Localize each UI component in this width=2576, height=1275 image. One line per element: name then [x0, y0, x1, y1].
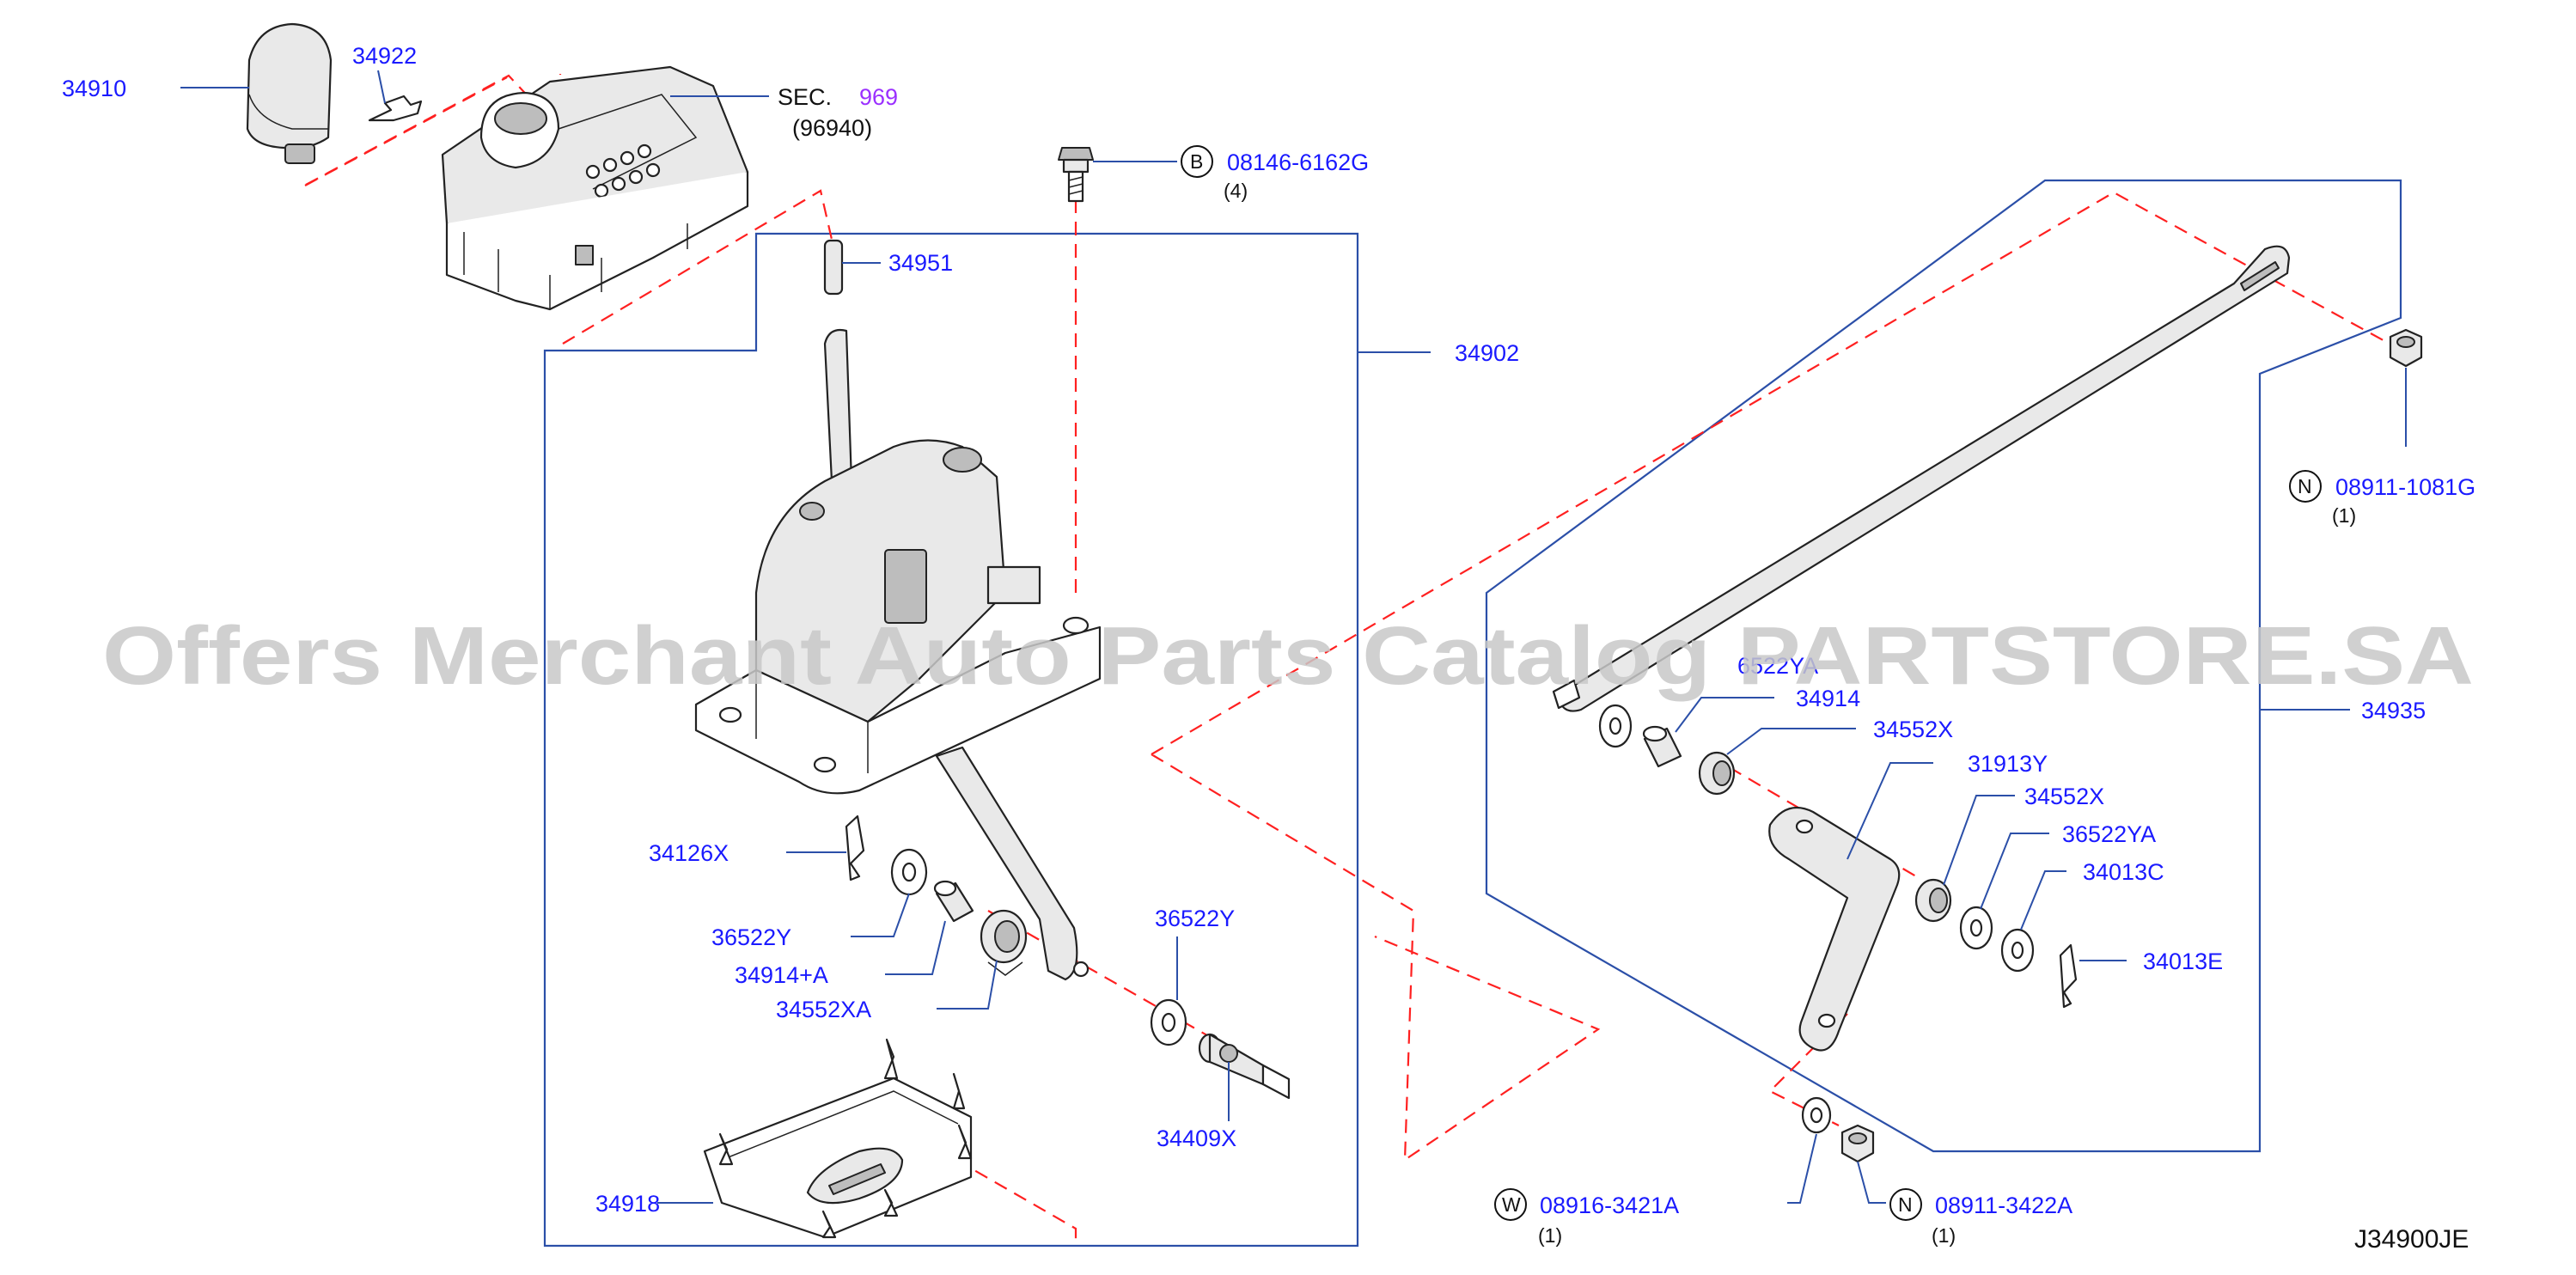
label-bolt-qty: (4): [1224, 180, 1248, 202]
shift-control-device-icon[interactable]: [694, 328, 1102, 981]
label-36522ya-partial[interactable]: 6522YA: [1737, 653, 1818, 679]
label-nut-top-qty: (1): [2332, 504, 2356, 527]
collar-34914-icon[interactable]: [1642, 725, 1682, 768]
label-34552x-a[interactable]: 34552X: [1873, 717, 1953, 742]
label-34935[interactable]: 34935: [2361, 698, 2426, 723]
leader-36522y-left: [851, 893, 910, 937]
dashed-line-console: [562, 189, 837, 345]
label-36522y-left[interactable]: 36522Y: [711, 924, 791, 950]
label-34013e[interactable]: 34013E: [2143, 949, 2223, 974]
label-washer-qty: (1): [1538, 1224, 1562, 1247]
clip-34126x-icon[interactable]: [845, 814, 865, 882]
symbol-n-bottom-circle: [1889, 1188, 1922, 1221]
label-34552xa[interactable]: 34552XA: [776, 997, 871, 1022]
pin-icon[interactable]: [823, 239, 844, 296]
dashed-line-pivot: [987, 910, 1238, 1053]
symbol-w-circle: [1494, 1188, 1527, 1221]
washer-bottom-icon[interactable]: [1801, 1096, 1832, 1134]
symbol-n-top: N: [2298, 475, 2312, 497]
label-34910[interactable]: 34910: [62, 76, 126, 101]
collar-34914a-icon[interactable]: [933, 880, 974, 923]
lever-31913y-icon[interactable]: [1768, 806, 1901, 1052]
washer-36522ya-left-icon[interactable]: [1598, 704, 1633, 748]
leader-34914a: [885, 920, 946, 975]
label-36522y-right[interactable]: 36522Y: [1155, 906, 1235, 931]
clip-34013e-icon[interactable]: [2059, 943, 2078, 1009]
dashed-line-plate: [858, 1103, 1077, 1246]
washer-34013c-icon[interactable]: [2000, 928, 2035, 973]
bushing-34552x-upper-icon[interactable]: [1698, 751, 1736, 796]
nut-bottom-icon[interactable]: [1840, 1124, 1875, 1163]
symbol-b-circle: [1181, 145, 1213, 178]
bushing-34552x-lower-icon[interactable]: [1914, 878, 1952, 923]
label-34409x[interactable]: 34409X: [1157, 1126, 1236, 1151]
label-washer-08916-3421a[interactable]: 08916-3421A: [1540, 1193, 1679, 1218]
box-34902-outline: [543, 232, 1359, 1248]
symbol-b: B: [1190, 150, 1203, 173]
leader-36522ya-b: [1980, 833, 2049, 910]
control-rod-34935-icon[interactable]: [1552, 245, 2291, 712]
washer-36522ya-right-icon[interactable]: [1959, 906, 1993, 950]
diagram-code: J34900JE: [2354, 1225, 2469, 1254]
pivot-pin-34409x-icon[interactable]: [1198, 1033, 1291, 1100]
label-nut-08911-1081g[interactable]: 08911-1081G: [2335, 474, 2475, 500]
leader-34552x-b: [1943, 795, 2015, 886]
leader-nut-bottom: [1857, 1161, 1886, 1204]
label-34902[interactable]: 34902: [1455, 340, 1519, 366]
symbol-n-top-circle: [2289, 470, 2322, 503]
link-sec-969[interactable]: 969: [859, 84, 898, 110]
label-34918[interactable]: 34918: [595, 1191, 660, 1217]
label-sec-sub: (96940): [792, 115, 872, 141]
dashed-line-knob-2: [304, 76, 508, 186]
dashed-line-cable: [1151, 191, 2398, 1162]
leader-34922: [377, 70, 386, 104]
bushing-34552xa-icon[interactable]: [980, 909, 1028, 976]
leader-34013c: [2020, 870, 2066, 930]
leader-31913y: [1847, 762, 1933, 860]
leader-34552xa: [937, 960, 998, 1010]
label-34914[interactable]: 34914: [1796, 686, 1860, 711]
nut-top-icon[interactable]: [2389, 328, 2423, 368]
washer-36522y-left-icon[interactable]: [890, 848, 928, 896]
bolt-icon[interactable]: [1058, 147, 1094, 203]
symbol-w: W: [1502, 1193, 1521, 1216]
label-34126x[interactable]: 34126X: [649, 840, 729, 866]
shift-knob-icon[interactable]: [246, 22, 333, 164]
console-finisher-icon[interactable]: [441, 65, 749, 311]
leader-34914: [1675, 697, 1774, 733]
box-34935-outline: [1485, 179, 2402, 1153]
label-31913y[interactable]: 31913Y: [1968, 751, 2048, 777]
label-sec-prefix: SEC.: [778, 84, 832, 110]
clip-icon[interactable]: [368, 95, 423, 122]
label-nut-bottom-qty: (1): [1932, 1224, 1956, 1247]
label-34951[interactable]: 34951: [888, 250, 953, 276]
watermark: Offers Merchant Auto Parts Catalog PARTS…: [102, 610, 2474, 702]
leader-34552x-a: [1726, 728, 1856, 755]
washer-36522y-right-icon[interactable]: [1150, 998, 1187, 1046]
leader-washer-bottom: [1787, 1133, 1817, 1204]
label-nut-08911-3422a[interactable]: 08911-3422A: [1935, 1193, 2072, 1218]
label-36522ya-b[interactable]: 36522YA: [2062, 821, 2156, 847]
symbol-n-bottom: N: [1898, 1193, 1913, 1216]
base-plate-34918-icon[interactable]: [703, 1038, 973, 1239]
label-34552x-b[interactable]: 34552X: [2024, 784, 2104, 809]
label-34922[interactable]: 34922: [352, 43, 417, 69]
label-bolt-08146-6162g[interactable]: 08146-6162G: [1227, 149, 1369, 175]
label-34914a[interactable]: 34914+A: [735, 962, 828, 988]
label-34013c[interactable]: 34013C: [2083, 859, 2164, 885]
